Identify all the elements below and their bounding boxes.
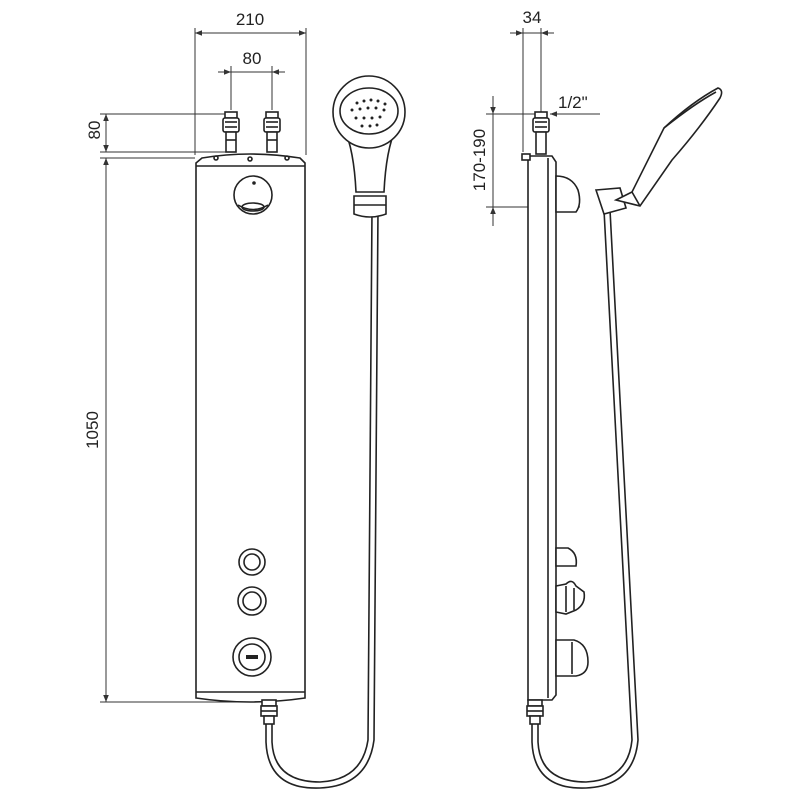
dimension-inlet-spacing-label: 80 (243, 49, 262, 68)
dimension-thread: 1/2" (550, 93, 600, 117)
dimension-thread-label: 1/2" (558, 93, 588, 112)
inlet-connector-left (222, 111, 240, 153)
control-button-side[interactable] (555, 547, 578, 567)
control-knob-side-lower[interactable] (555, 639, 589, 677)
shower-hose-front (265, 209, 379, 789)
dimension-width-total-label: 210 (236, 10, 264, 29)
control-knob-lower[interactable] (232, 637, 272, 677)
dimension-inlet-spacing: 80 (218, 49, 285, 110)
dimension-width-total: 210 (194, 10, 307, 155)
top-outlet-side (555, 175, 581, 213)
hand-shower-front (332, 75, 406, 193)
side-view: 34 1/2" 170-190 (470, 8, 723, 789)
inlet-connector-side (532, 111, 550, 155)
control-knob-side[interactable] (555, 580, 586, 615)
dimension-inlet-range-label: 170-190 (470, 129, 489, 191)
dimension-inlet-height: 80 (85, 113, 232, 153)
front-view: 210 80 80 1050 (83, 10, 406, 789)
dimension-panel-height-label: 1050 (83, 411, 102, 449)
dimension-inlet-height-label: 80 (85, 121, 104, 140)
hand-shower-side (613, 87, 723, 207)
hose-holder-side (594, 187, 628, 215)
control-knob-middle[interactable] (237, 586, 267, 616)
dimension-depth-label: 34 (523, 8, 542, 27)
bottom-connector (260, 699, 278, 725)
shower-panel-side (521, 153, 557, 701)
top-outlet (233, 175, 273, 215)
control-button-upper[interactable] (238, 548, 266, 576)
hose-holder-front (353, 195, 387, 218)
shower-hose-side (531, 209, 639, 789)
dimension-depth: 34 (510, 8, 554, 152)
shower-panel-front (195, 153, 306, 703)
inlet-connector-right (263, 111, 281, 153)
bottom-connector-side (526, 699, 544, 725)
